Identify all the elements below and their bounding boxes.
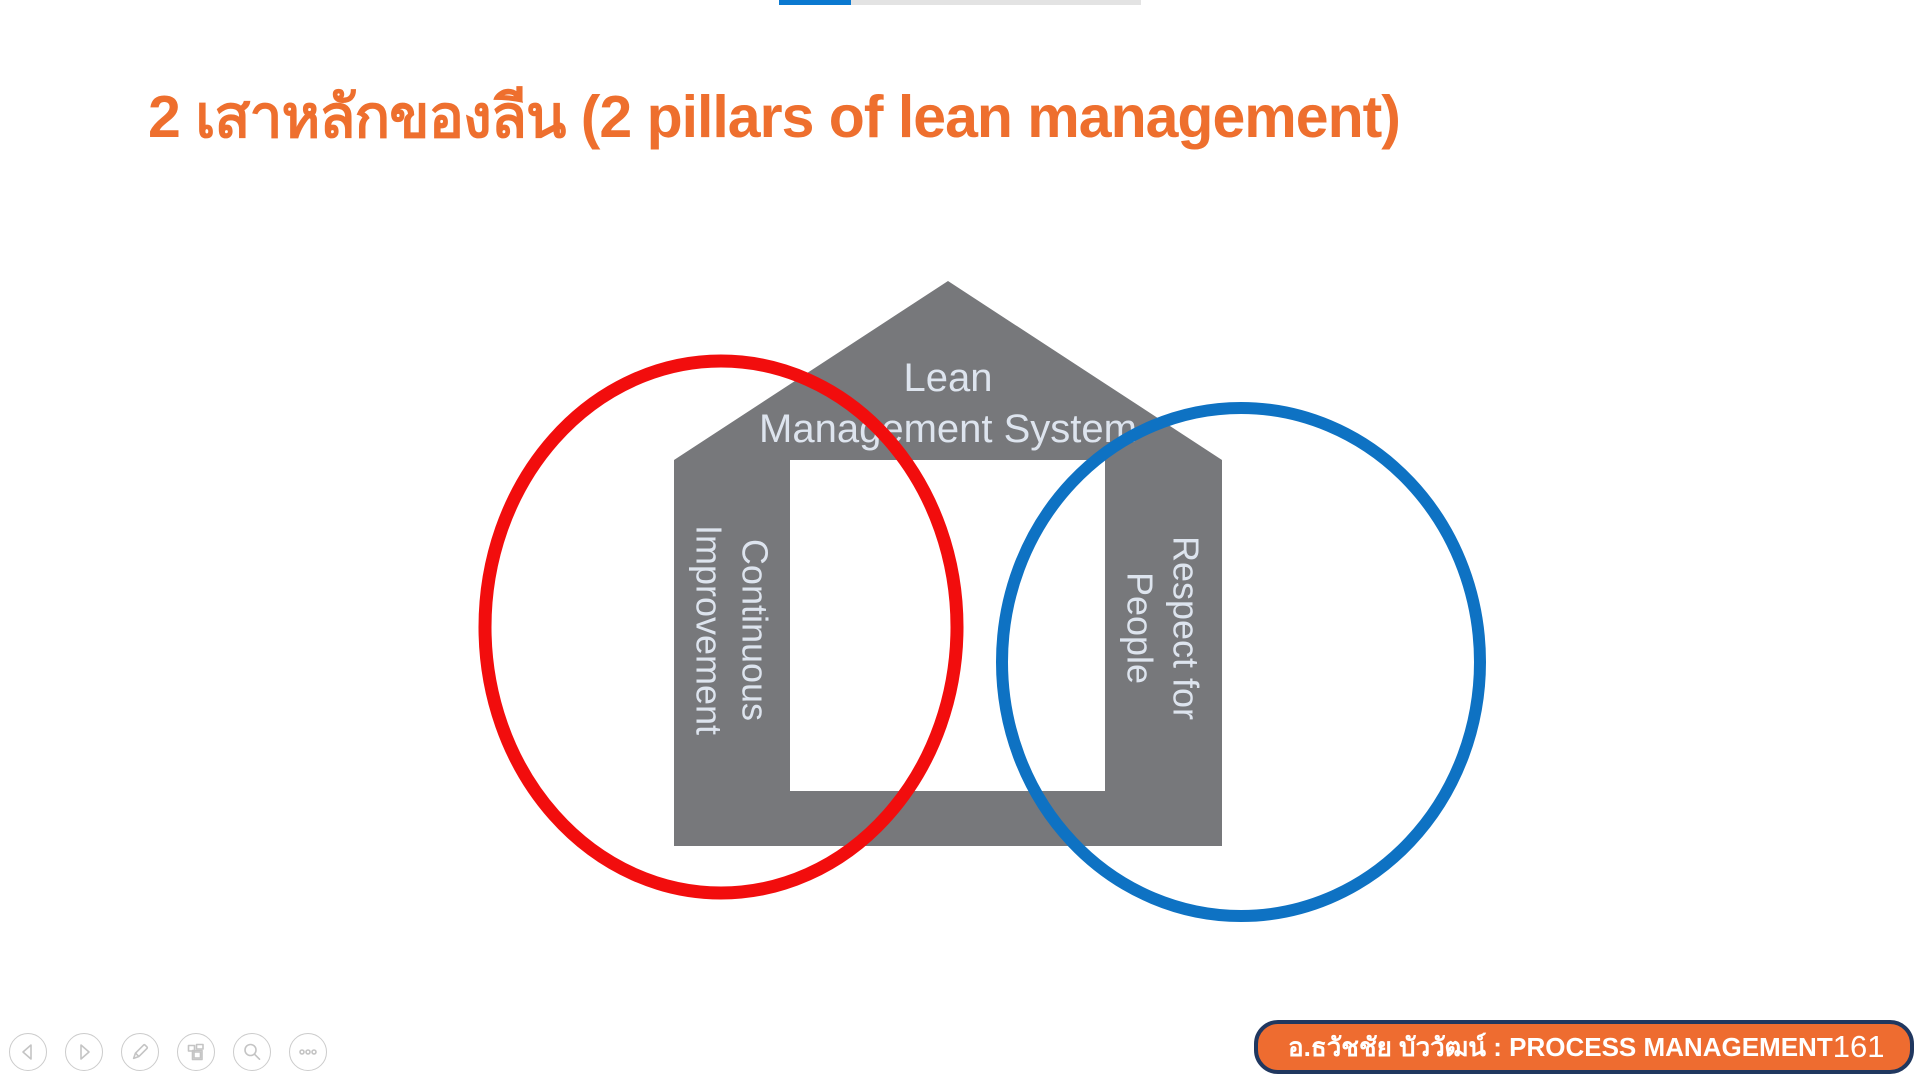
left-pillar-line2: Improvement [689,525,730,735]
previous-slide-button[interactable] [9,1033,47,1071]
house-roof-label-line1: Lean [904,356,993,400]
progress-bar-track[interactable] [779,0,1141,5]
zoom-search-button[interactable] [233,1033,271,1071]
next-icon [80,1044,90,1060]
previous-icon [22,1044,32,1060]
right-pillar-line1: Respect for [1166,536,1207,720]
more-options-button[interactable] [289,1033,327,1071]
pen-annotate-button[interactable] [121,1033,159,1071]
slide-sorter-icon [187,1043,204,1061]
blue-annotation-circle [996,402,1486,922]
magnifier-icon [244,1043,261,1060]
footer-badge-text: อ.ธวัชชัย บัววัฒน์ : PROCESS MANAGEMENT [1288,1031,1833,1062]
next-slide-button[interactable] [65,1033,103,1071]
left-pillar-line1: Continuous [735,539,776,721]
progress-bar-fill [779,0,851,5]
house-shape [674,281,1222,846]
house-roof-label-line2: Management System [759,407,1137,451]
ellipsis-icon [299,1049,317,1055]
left-pillar-label: Continuous Improvement [689,525,776,735]
right-pillar-label: Respect for People [1120,536,1207,720]
page-number: 161 [1832,1029,1885,1064]
slide-title: 2 เสาหลักของลีน (2 pillars of lean manag… [148,84,1401,150]
footer-badge: อ.ธวัชชัย บัววัฒน์ : PROCESS MANAGEMENT … [1254,1020,1914,1074]
red-annotation-circle [478,354,964,900]
presentation-controls [9,1033,327,1071]
pen-icon [132,1043,149,1060]
right-pillar-line2: People [1120,572,1161,684]
slide-overview-button[interactable] [177,1033,215,1071]
